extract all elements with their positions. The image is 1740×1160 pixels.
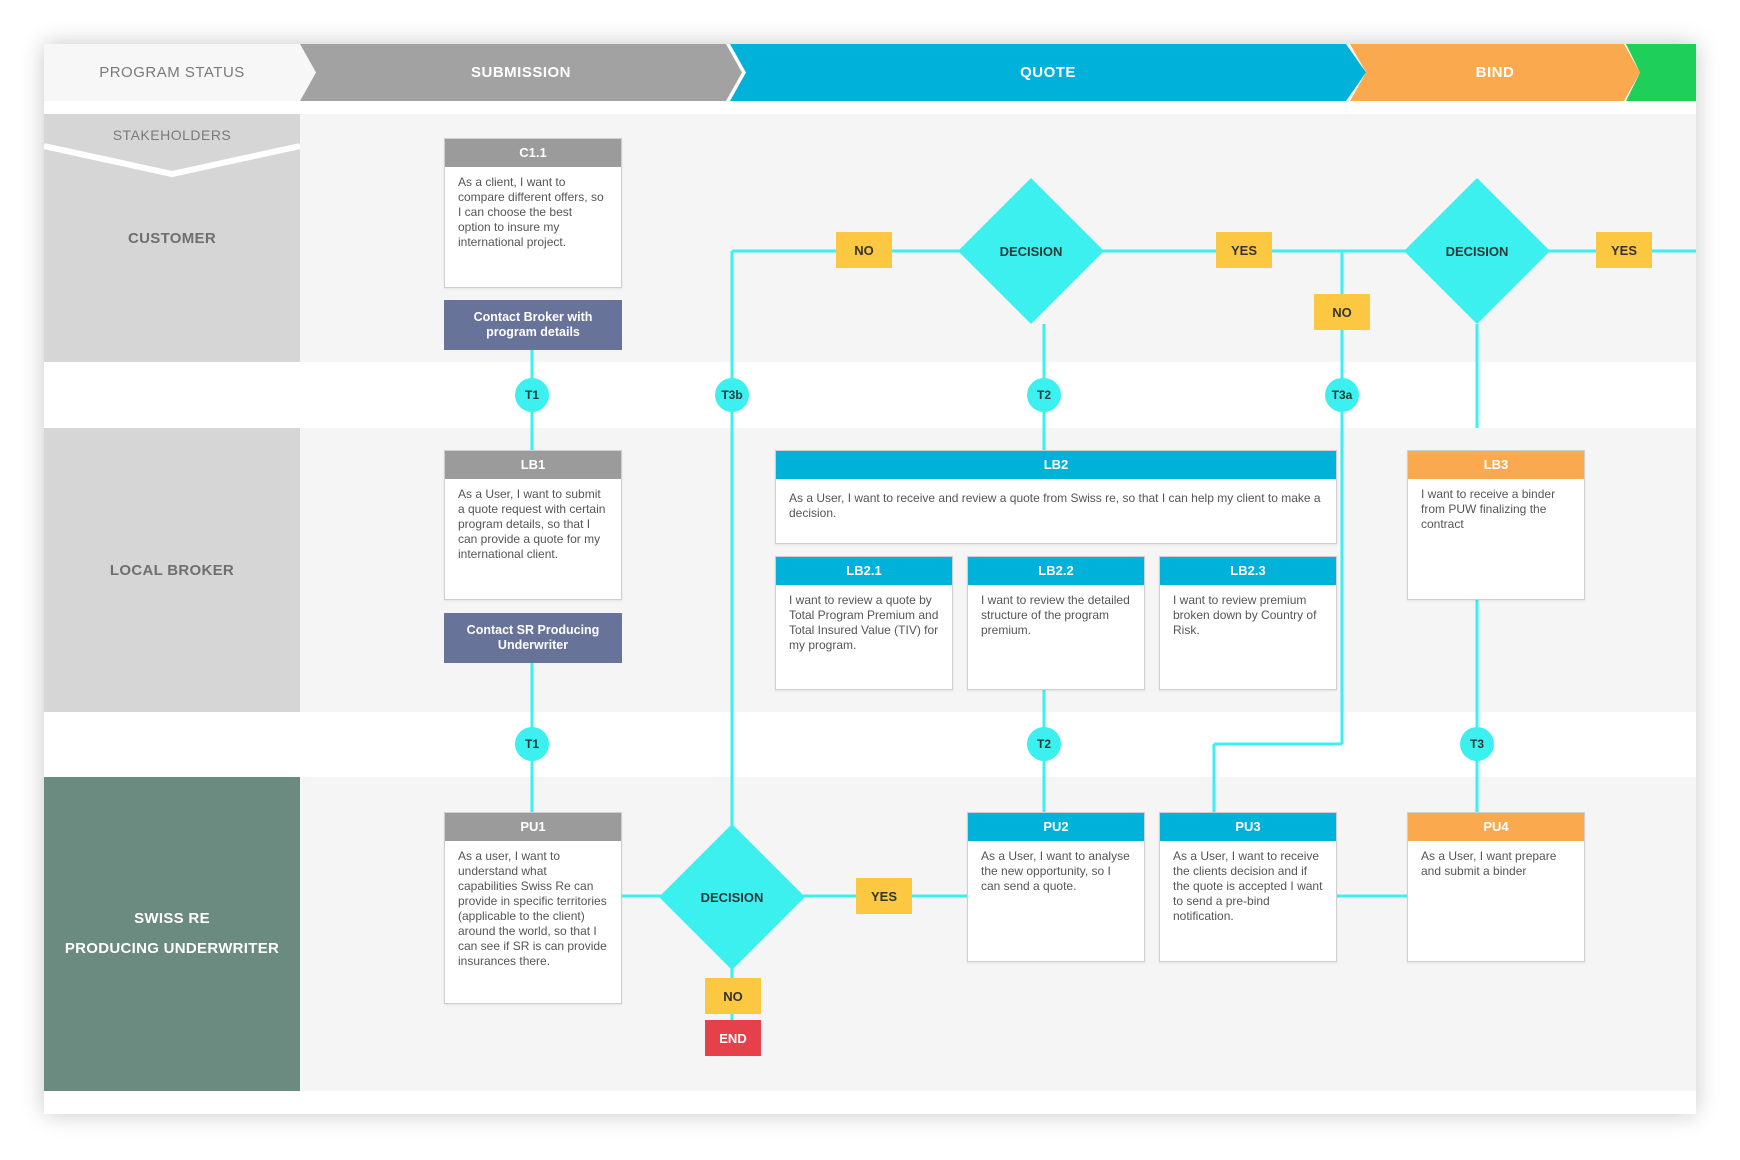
card-lb2-2-id: LB2.2 [968,557,1144,585]
phase-submission: SUBMISSION [300,44,742,101]
phase-submission-label: SUBMISSION [470,64,571,81]
decision-diamond-2 [1404,178,1550,324]
decision-label-3: DECISION [700,889,764,905]
lane-puw-label-1: SWISS RE [134,910,210,927]
card-lb2-3[interactable]: LB2.3 I want to review premium broken do… [1159,556,1337,690]
card-lb3-text: I want to receive a binder from PUW fina… [1421,487,1556,531]
lane-puw-label-2: PRODUCING UNDERWRITER [64,940,280,957]
card-lb3-id: LB3 [1408,451,1584,479]
stakeholders-chevron [44,143,300,178]
card-pu4-text: As a User, I want prepare and submit a b… [1421,849,1557,878]
card-pu1-text: As a user, I want to understand what cap… [458,849,607,968]
phase-status-label: PROGRAM STATUS [99,64,245,81]
card-lb1-text: As a User, I want to submit a quote requ… [458,487,606,561]
node-t3b: T3b [715,378,749,412]
card-pu2[interactable]: PU2 As a User, I want to analyse the new… [967,812,1145,962]
card-lb2-2-text: I want to review the detailed structure … [981,593,1130,637]
decision-diamond-1 [958,178,1104,324]
lane-producing-underwriter: SWISS RE PRODUCING UNDERWRITER [44,777,300,1091]
node-t2-top: T2 [1027,378,1061,412]
card-lb2-1-text: I want to review a quote by Total Progra… [789,593,939,652]
phase-bind: BIND [1350,44,1640,101]
card-pu3[interactable]: PU3 As a User, I want to receive the cli… [1159,812,1337,962]
decision-diamond-3 [659,824,805,970]
card-c1-1-text: As a client, I want to compare different… [458,175,604,249]
card-lb2-2[interactable]: LB2.2 I want to review the detailed stru… [967,556,1145,690]
phase-quote: QUOTE [730,44,1366,101]
card-lb3[interactable]: LB3 I want to receive a binder from PUW … [1407,450,1585,600]
node-t3a: T3a [1325,378,1359,412]
phase-bar: PROGRAM STATUS SUBMISSION QUOTE BIND [44,44,1696,101]
phase-bind-label: BIND [1475,64,1515,81]
card-pu2-id: PU2 [968,813,1144,841]
stakeholders-label: STAKEHOLDERS [112,127,232,143]
tag-no-3: NO [705,978,761,1014]
node-t1-top: T1 [515,378,549,412]
tag-yes-3: YES [856,878,912,914]
stakeholders-header: STAKEHOLDERS [44,116,300,154]
tag-no-1: NO [836,232,892,268]
lane-broker-label: LOCAL BROKER [109,561,235,579]
action-contact-broker[interactable]: Contact Broker with program details [444,300,622,350]
action-contact-sr[interactable]: Contact SR Producing Underwriter [444,613,622,663]
card-pu1-id: PU1 [445,813,621,841]
tag-end: END [705,1020,761,1056]
card-lb1-id: LB1 [445,451,621,479]
card-pu3-text: As a User, I want to receive the clients… [1173,849,1323,923]
tag-yes-1: YES [1216,232,1272,268]
tag-no-2: NO [1314,294,1370,330]
decision-shapes [659,178,1550,970]
card-lb2-3-id: LB2.3 [1160,557,1336,585]
node-t2-bottom: T2 [1027,727,1061,761]
card-lb1[interactable]: LB1 As a User, I want to submit a quote … [444,450,622,600]
card-c1-1-id: C1.1 [445,139,621,167]
phase-program-status: PROGRAM STATUS [44,44,316,101]
lane-customer-label: CUSTOMER [128,229,216,247]
card-lb2[interactable]: LB2 As a User, I want to receive and rev… [775,450,1337,544]
card-lb2-text: As a User, I want to receive and review … [789,491,1321,520]
card-pu3-id: PU3 [1160,813,1336,841]
swimlane-diagram: CUSTOMER STAKEHOLDERS LOCAL BROKER SWISS… [44,44,1696,1114]
card-lb2-3-text: I want to review premium broken down by … [1173,593,1317,637]
card-lb2-id: LB2 [776,451,1336,479]
card-pu2-text: As a User, I want to analyse the new opp… [981,849,1130,893]
lane-local-broker: LOCAL BROKER [44,428,300,712]
card-pu1[interactable]: PU1 As a user, I want to understand what… [444,812,622,1004]
node-t1-bottom: T1 [515,727,549,761]
node-t3: T3 [1460,727,1494,761]
phase-quote-label: QUOTE [1020,64,1076,81]
tag-yes-2: YES [1596,232,1652,268]
card-lb2-1-id: LB2.1 [776,557,952,585]
decision-label-2: DECISION [1445,243,1509,259]
card-c1-1[interactable]: C1.1 As a client, I want to compare diff… [444,138,622,288]
card-lb2-1[interactable]: LB2.1 I want to review a quote by Total … [775,556,953,690]
card-pu4[interactable]: PU4 As a User, I want prepare and submit… [1407,812,1585,962]
decision-label-1: DECISION [999,243,1063,259]
card-pu4-id: PU4 [1408,813,1584,841]
